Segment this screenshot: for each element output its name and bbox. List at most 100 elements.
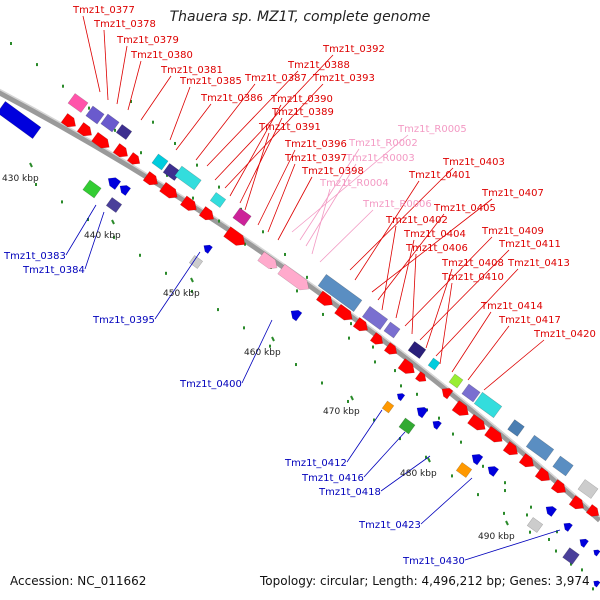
forward-gene-36 — [461, 383, 481, 403]
track-dot-inner-12 — [347, 399, 349, 403]
gene-connector — [381, 225, 397, 311]
forward-gene-46-shape — [534, 467, 550, 482]
forward-gene-33-shape — [427, 357, 441, 371]
forward-gene-49-shape — [577, 479, 599, 499]
reverse-gene-19 — [579, 538, 589, 548]
forward-gene-27 — [334, 303, 353, 321]
reverse-gene-8 — [396, 393, 406, 402]
forward-gene-17-shape — [209, 192, 227, 208]
forward-gene-37 — [473, 391, 503, 419]
forward-gene-17 — [209, 192, 227, 208]
forward-gene-41 — [507, 419, 525, 437]
reverse-gene-16 — [545, 506, 558, 517]
track-dot-inner-18 — [503, 511, 505, 515]
track-dot-mid-2 — [174, 141, 176, 145]
rna-connector — [305, 163, 357, 247]
forward-gene-15 — [179, 195, 197, 211]
forward-gene-13-shape — [142, 171, 158, 186]
gene-connector — [467, 325, 510, 381]
rna-connector — [299, 148, 360, 241]
gene-label-tmz1t_0383: Tmz1t_0383 — [3, 251, 66, 262]
track-dot-mid-7 — [284, 252, 286, 256]
gene-label-tmz1t_0386: Tmz1t_0386 — [200, 93, 263, 104]
reverse-gene-9 — [416, 406, 429, 419]
scale-label: 460 kbp — [244, 348, 281, 358]
reverse-gene-1-shape — [107, 177, 122, 190]
forward-gene-47-shape — [550, 479, 566, 494]
gene-label-tmz1t_0401: Tmz1t_0401 — [408, 170, 471, 181]
gene-connector — [419, 249, 510, 341]
rna-connector — [311, 188, 331, 255]
forward-gene-18-shape — [232, 207, 252, 227]
track-dot-outer-13 — [348, 336, 350, 340]
scale-label: 490 kbp — [478, 532, 515, 542]
track-dot-inner-8 — [243, 326, 245, 330]
rna-label-tmz1t_r0002: Tmz1t_R0002 — [348, 138, 418, 149]
track-dot-inner-4 — [139, 253, 141, 257]
gene-connector — [395, 239, 415, 319]
forward-gene-36-shape — [461, 383, 481, 403]
forward-gene-25-shape — [407, 341, 427, 359]
reverse-gene-4-shape — [203, 244, 213, 254]
forward-gene-43-shape — [552, 455, 574, 477]
track-dot-mid-14 — [438, 416, 440, 420]
gene-label-tmz1t_0381: Tmz1t_0381 — [160, 65, 223, 76]
track-dot-outer-2 — [62, 84, 64, 88]
forward-gene-31-shape — [397, 358, 415, 374]
track-dot-mid-17 — [504, 489, 506, 493]
reverse-gene-0-shape — [82, 179, 102, 199]
forward-gene-46 — [534, 467, 550, 482]
forward-gene-4 — [115, 124, 133, 140]
gene-label-tmz1t_0411: Tmz1t_0411 — [498, 239, 561, 250]
forward-gene-2 — [85, 105, 105, 125]
gene-connector — [411, 253, 417, 335]
reverse-gene-2 — [119, 185, 132, 196]
reverse-gene-9-shape — [416, 406, 429, 419]
forward-gene-20-shape — [257, 251, 278, 270]
gene-connector — [404, 236, 493, 327]
forward-gene-2-shape — [85, 105, 105, 125]
reverse-gene-7-shape — [381, 400, 395, 414]
forward-gene-30-shape — [383, 342, 398, 355]
forward-gene-29 — [369, 332, 384, 345]
forward-gene-41-shape — [507, 419, 525, 437]
rna-label-tmz1t_r0003: Tmz1t_R0003 — [345, 153, 415, 164]
track-dot-outer-20 — [530, 505, 532, 509]
gene-label-tmz1t_0407: Tmz1t_0407 — [481, 188, 544, 199]
forward-gene-9 — [126, 152, 141, 165]
forward-gene-18 — [232, 207, 252, 227]
map-title: Thauera sp. MZ1T, complete genome — [169, 9, 431, 25]
gene-connector — [267, 163, 296, 233]
reverse-gene-10-shape — [432, 420, 442, 430]
track-dot-outer-15 — [400, 384, 402, 388]
gene-connector — [224, 83, 324, 189]
gene-label-tmz1t_0418: Tmz1t_0418 — [318, 487, 381, 498]
gene-label-tmz1t_0413: Tmz1t_0413 — [507, 258, 570, 269]
track-dot-outer-14 — [374, 360, 376, 364]
reverse-gene-15 — [526, 517, 544, 533]
forward-gene-48-shape — [568, 495, 584, 510]
track-dot-mid-16 — [482, 464, 484, 468]
gene-label-tmz1t_0390: Tmz1t_0390 — [270, 94, 333, 105]
rna-connector — [319, 209, 374, 263]
scale-label: 480 kbp — [400, 469, 437, 479]
forward-gene-10-shape — [151, 153, 169, 171]
reverse-gene-0 — [82, 179, 102, 199]
reverse-gene-1 — [107, 177, 122, 190]
forward-gene-49 — [577, 479, 599, 499]
reverse-gene-20-shape — [593, 549, 600, 557]
scale-label: 470 kbp — [323, 407, 360, 417]
scale-tick — [350, 395, 354, 401]
gene-connector — [346, 409, 383, 463]
gene-label-tmz1t_0388: Tmz1t_0388 — [287, 60, 350, 71]
forward-gene-12-shape — [174, 165, 202, 191]
forward-gene-21 — [277, 263, 310, 291]
forward-gene-6 — [76, 122, 92, 137]
reverse-gene-7 — [381, 400, 395, 414]
scale-tick — [111, 219, 115, 225]
gene-connector — [464, 529, 561, 561]
track-dot-outer-0 — [10, 42, 12, 45]
gene-label-tmz1t_0430: Tmz1t_0430 — [402, 556, 465, 567]
